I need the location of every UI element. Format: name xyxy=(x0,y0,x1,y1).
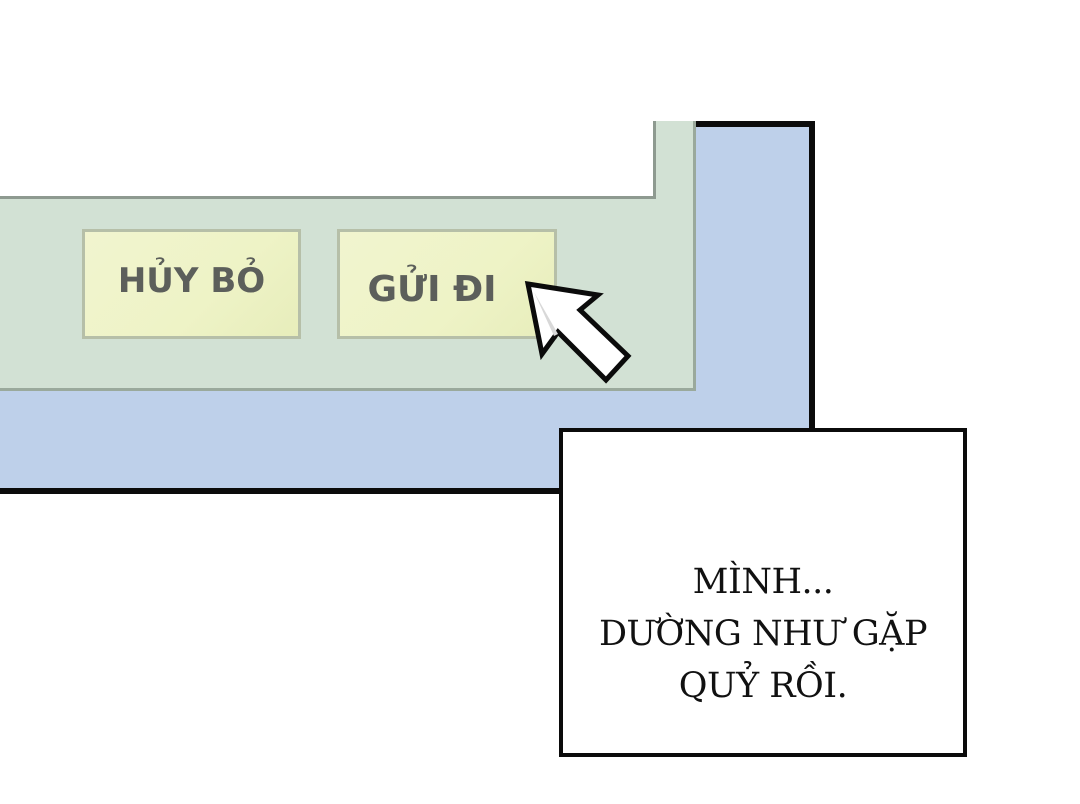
narration-line-1: MÌNH... xyxy=(692,562,834,602)
narration-box: MÌNH... DƯỜNG NHƯ GẶP QUỶ RỒI. xyxy=(559,428,967,757)
narration-line-3: QUỶ RỒI. xyxy=(678,666,848,706)
message-textarea[interactable] xyxy=(0,121,656,199)
cancel-button[interactable]: HỦY BỎ xyxy=(82,229,301,339)
narration-line-2: DƯỜNG NHƯ GẶP xyxy=(598,614,928,654)
arrow-pointer-icon xyxy=(524,280,632,384)
send-button[interactable]: GỬI ĐI xyxy=(337,229,557,339)
narration-text: MÌNH... DƯỜNG NHƯ GẶP QUỶ RỒI. xyxy=(563,556,963,712)
